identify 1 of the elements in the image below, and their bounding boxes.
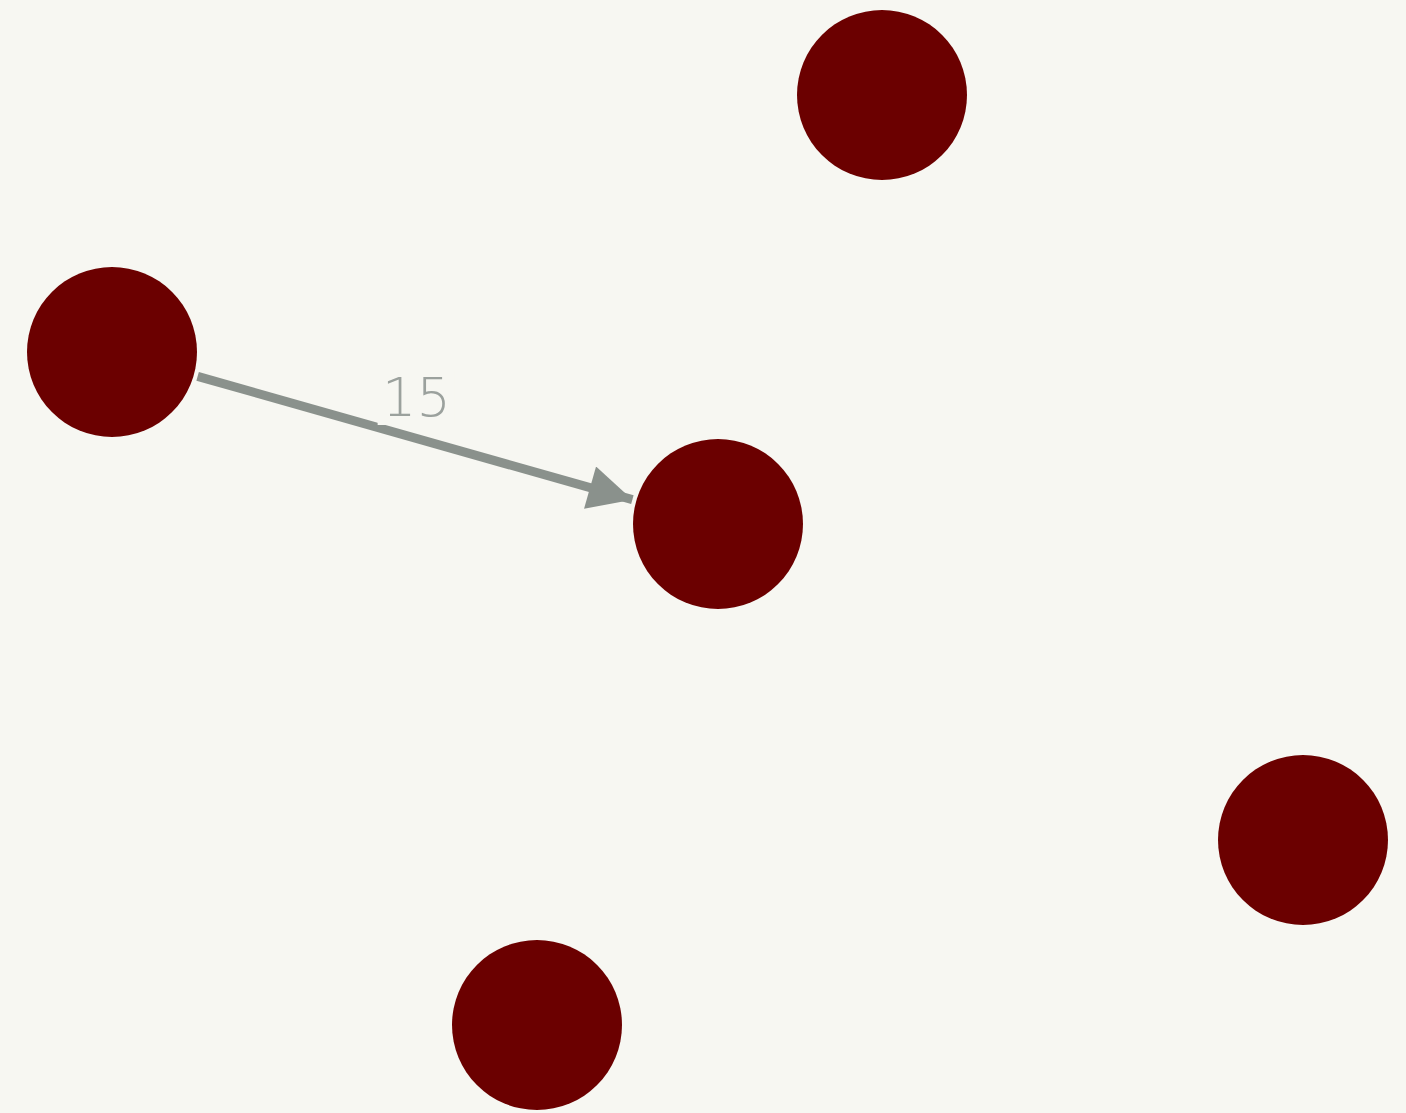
arrow bbox=[196, 371, 634, 509]
